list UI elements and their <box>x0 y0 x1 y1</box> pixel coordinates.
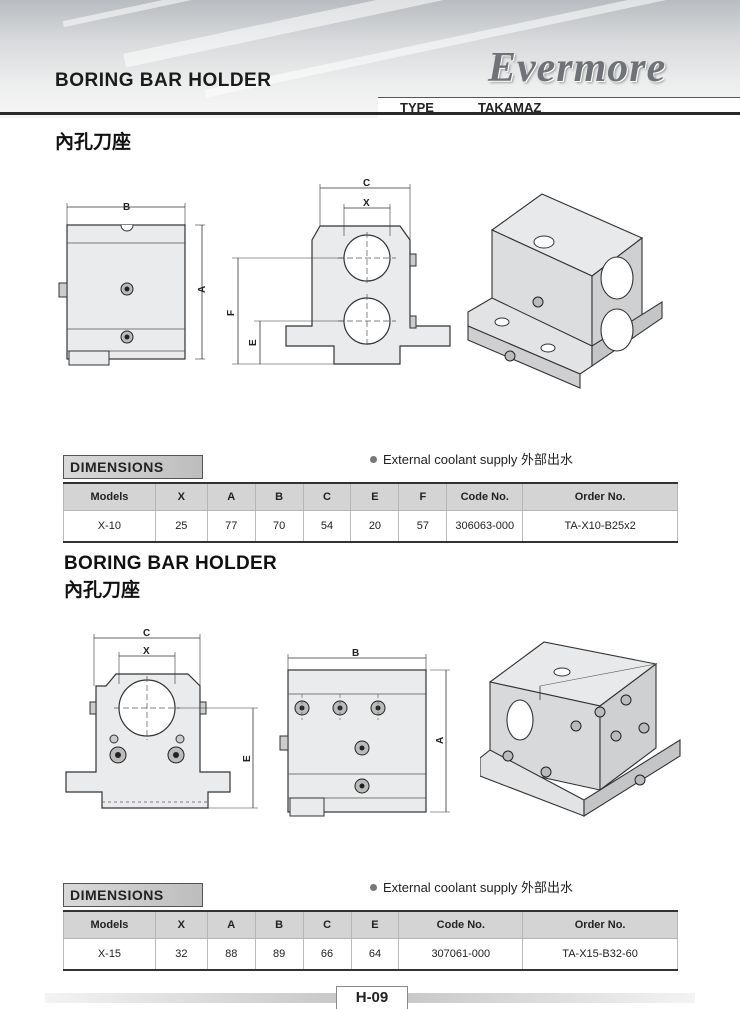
dim-label-c: C <box>363 178 370 189</box>
brand-logo: Evermore <box>488 45 667 91</box>
col-header-e: E <box>350 482 400 511</box>
table-header-row: Models X A B C E Code No. Order No. <box>63 910 678 939</box>
section1-front-view-drawing: B A <box>58 202 208 366</box>
col-header-b: B <box>254 910 304 939</box>
dim-label-c: C <box>143 628 150 639</box>
page-number: H-09 <box>336 986 408 1009</box>
col-header-c: C <box>302 482 352 511</box>
section2-side-view-drawing: C X E <box>65 628 258 809</box>
table-row: X-10 25 77 70 54 20 57 306063-000 TA-X10… <box>63 510 678 543</box>
dim-label-e: E <box>248 339 259 346</box>
table-cell: 88 <box>206 938 256 971</box>
dim-label-a: A <box>435 737 446 744</box>
section2-coolant-text: External coolant supply 外部出水 <box>383 880 574 895</box>
section2-dimensions-tab: DIMENSIONS <box>63 883 203 907</box>
col-header-code: Code No. <box>398 910 524 939</box>
section2-title: BORING BAR HOLDER <box>64 553 278 574</box>
section2-dimensions-label: DIMENSIONS <box>70 887 164 903</box>
table-cell: 20 <box>350 510 400 543</box>
section2-front-view-drawing: B A <box>279 648 450 817</box>
table-cell: 66 <box>302 938 352 971</box>
table-header-row: Models X A B C E F Code No. Order No. <box>63 482 678 511</box>
col-header-a: A <box>206 482 256 511</box>
section2-dimensions-table: Models X A B C E Code No. Order No. X-15… <box>63 910 678 971</box>
section1-coolant-text: External coolant supply 外部出水 <box>383 452 574 467</box>
dim-label-a: A <box>197 286 208 293</box>
col-header-x: X <box>154 482 208 511</box>
dim-label-b: B <box>123 202 130 213</box>
table-row: X-15 32 88 89 66 64 307061-000 TA-X15-B3… <box>63 938 678 971</box>
section1-cn-title: 內孔刀座 <box>55 132 132 153</box>
table-cell: 89 <box>254 938 304 971</box>
col-header-x: X <box>154 910 208 939</box>
page-title: BORING BAR HOLDER <box>55 70 272 91</box>
bullet-icon <box>370 884 377 892</box>
col-header-order: Order No. <box>522 482 678 511</box>
table-cell: X-10 <box>63 510 156 543</box>
dim-label-x: X <box>143 646 150 657</box>
col-header-models: Models <box>63 910 156 939</box>
header-divider <box>0 112 740 115</box>
table-cell: TA-X10-B25x2 <box>522 510 678 543</box>
table-cell: 32 <box>154 938 208 971</box>
section1-dimensions-tab: DIMENSIONS <box>63 455 203 479</box>
dim-label-b: B <box>352 648 359 659</box>
type-value: TAKAMAZ <box>478 100 542 115</box>
table-cell: 64 <box>350 938 400 971</box>
section2-coolant-note: External coolant supply 外部出水 <box>370 877 573 896</box>
col-header-f: F <box>398 482 448 511</box>
section1-coolant-note: External coolant supply 外部出水 <box>370 449 573 468</box>
section1-side-view-drawing: C X F E <box>226 178 451 365</box>
col-header-a: A <box>206 910 256 939</box>
table-cell: 307061-000 <box>398 938 524 971</box>
dim-label-e: E <box>242 755 253 762</box>
table-cell: 77 <box>206 510 256 543</box>
section1-dimensions-table: Models X A B C E F Code No. Order No. X-… <box>63 482 678 543</box>
section2-cn-title: 內孔刀座 <box>64 580 141 601</box>
col-header-models: Models <box>63 482 156 511</box>
table-cell: 57 <box>398 510 448 543</box>
col-header-order: Order No. <box>522 910 678 939</box>
table-cell: X-15 <box>63 938 156 971</box>
section1-iso-view-drawing <box>467 193 663 389</box>
table-cell: TA-X15-B32-60 <box>522 938 678 971</box>
dim-label-f: F <box>226 310 237 316</box>
col-header-b: B <box>254 482 304 511</box>
table-cell: 70 <box>254 510 304 543</box>
table-cell: 54 <box>302 510 352 543</box>
table-cell: 306063-000 <box>446 510 524 543</box>
col-header-code: Code No. <box>446 482 524 511</box>
dim-label-x: X <box>363 198 370 209</box>
table-cell: 25 <box>154 510 208 543</box>
section2-iso-view-drawing <box>480 641 681 817</box>
col-header-e: E <box>350 910 400 939</box>
col-header-c: C <box>302 910 352 939</box>
bullet-icon <box>370 456 377 464</box>
type-label: TYPE <box>400 100 434 115</box>
section1-dimensions-label: DIMENSIONS <box>70 459 164 475</box>
